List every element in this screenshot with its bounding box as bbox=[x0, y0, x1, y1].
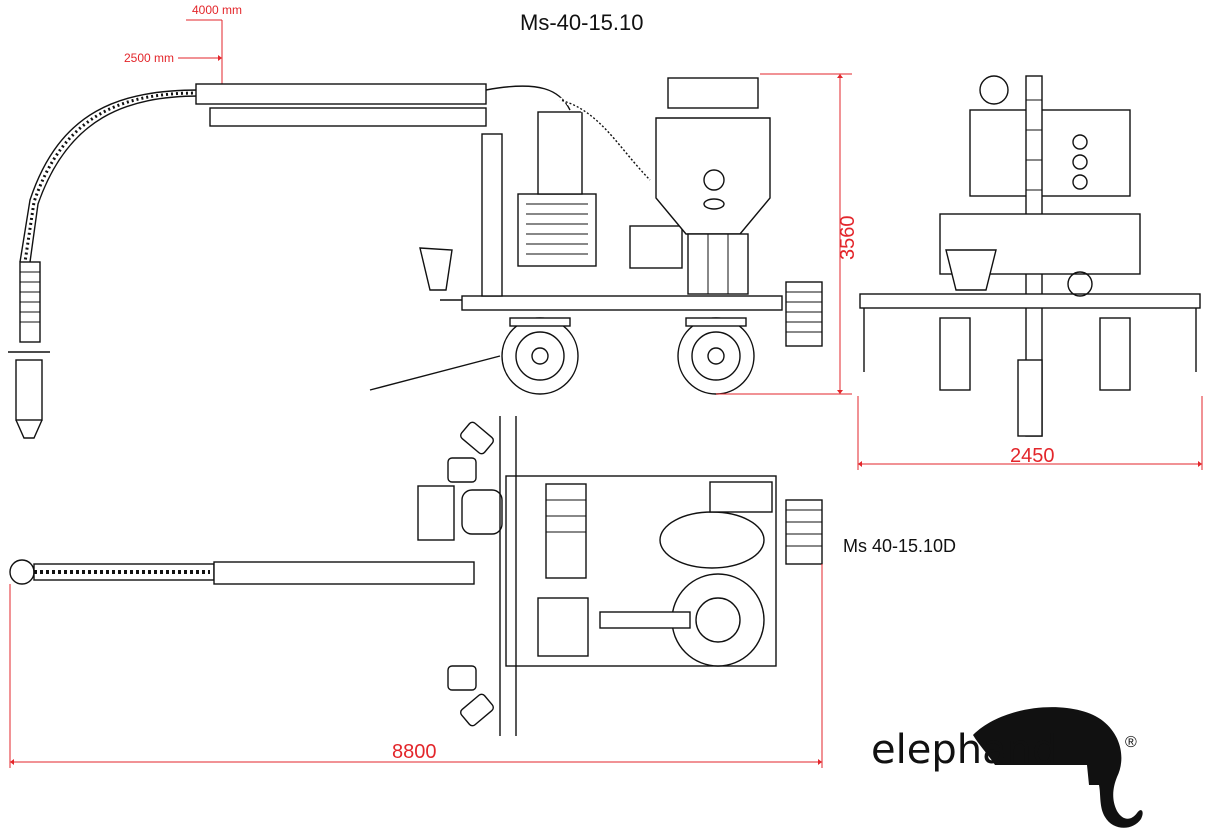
elephant-silhouette-icon bbox=[973, 707, 1143, 828]
wheel-rear bbox=[677, 317, 755, 395]
height-value: 3560 bbox=[837, 216, 859, 261]
variant-label: Ms 40-15.10D bbox=[843, 536, 957, 556]
front-view bbox=[859, 75, 1201, 437]
brand-name: elephand bbox=[871, 727, 1057, 773]
reach-dimensions: 4000 mm 2500 mm bbox=[124, 3, 242, 84]
brand-logo: elephand ® bbox=[871, 707, 1143, 828]
top-view bbox=[9, 416, 823, 736]
length-value: 8800 bbox=[392, 741, 437, 763]
drawing-title: Ms-40-15.10 bbox=[520, 10, 644, 35]
reach-height-label: 4000 mm bbox=[192, 3, 242, 17]
reach-width-label: 2500 mm bbox=[124, 51, 174, 65]
wheel-front bbox=[501, 317, 579, 395]
width-value: 2450 bbox=[1010, 445, 1055, 467]
length-dimension: 8800 bbox=[9, 564, 823, 768]
height-dimension: 3560 bbox=[716, 73, 859, 395]
side-view bbox=[8, 77, 823, 439]
registered-mark: ® bbox=[1125, 734, 1137, 751]
width-dimension: 2450 bbox=[857, 396, 1203, 470]
